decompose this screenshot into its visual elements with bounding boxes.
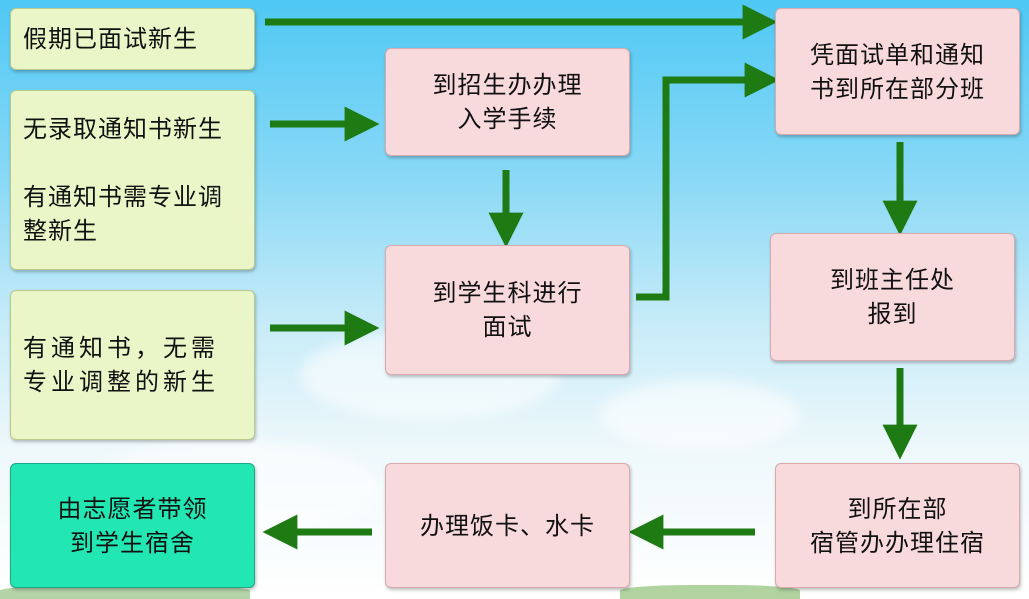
node-holiday-interviewed: 假期已面试新生 bbox=[10, 8, 255, 70]
node-label: 到班主任处 报到 bbox=[830, 266, 955, 328]
node-head-teacher: 到班主任处 报到 bbox=[770, 233, 1015, 361]
node-report-to-class: 凭面试单和通知 书到所在部分班 bbox=[775, 8, 1020, 135]
cloud bbox=[600, 380, 800, 450]
node-meal-water-card: 办理饭卡、水卡 bbox=[385, 463, 630, 588]
ground-decoration bbox=[620, 585, 800, 599]
node-label: 到所在部 宿管办办理住宿 bbox=[810, 494, 985, 557]
node-admissions-office: 到招生办办理 入学手续 bbox=[385, 48, 630, 156]
node-notice-no-adjust: 有通知书，无需专业调整的新生 bbox=[10, 290, 255, 440]
node-label: 由志愿者带领 到学生宿舍 bbox=[57, 494, 208, 557]
node-label: 有通知书，无需专业调整的新生 bbox=[23, 334, 219, 396]
node-dorm-manager: 到所在部 宿管办办理住宿 bbox=[775, 463, 1020, 588]
node-label: 假期已面试新生 bbox=[23, 25, 198, 53]
node-label: 到学生科进行 面试 bbox=[432, 279, 583, 341]
node-volunteer-guide: 由志愿者带领 到学生宿舍 bbox=[10, 463, 255, 588]
node-no-notice-adjust: 无录取通知书新生 有通知书需专业调整新生 bbox=[10, 90, 255, 270]
arrow-student-affairs-to-report bbox=[636, 62, 780, 301]
node-label: 无录取通知书新生 有通知书需专业调整新生 bbox=[23, 115, 223, 245]
node-label: 办理饭卡、水卡 bbox=[420, 511, 595, 540]
node-label: 凭面试单和通知 书到所在部分班 bbox=[810, 40, 985, 103]
node-label: 到招生办办理 入学手续 bbox=[432, 71, 583, 133]
node-student-affairs: 到学生科进行 面试 bbox=[385, 245, 630, 375]
ground-decoration bbox=[0, 585, 250, 599]
